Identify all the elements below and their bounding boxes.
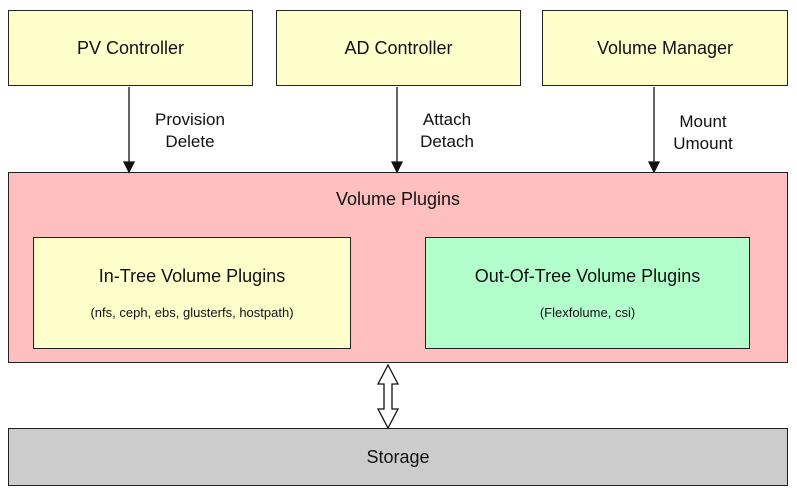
plugins-storage-double-arrow — [376, 363, 400, 430]
out-of-tree-plugins-title: Out-Of-Tree Volume Plugins — [474, 266, 701, 286]
delete-label: Delete — [165, 132, 215, 151]
volume-plugins-title: Volume Plugins — [335, 189, 461, 209]
ad-operations-label: Attach Detach — [404, 109, 490, 153]
volume-manager-box: Volume Manager — [542, 10, 788, 86]
vm-operations-label: Mount Umount — [660, 111, 746, 155]
storage-label: Storage — [366, 446, 430, 467]
pv-controller-box: PV Controller — [8, 10, 253, 86]
ad-arrowhead — [390, 161, 404, 174]
storage-box: Storage — [8, 428, 788, 486]
vm-arrowhead — [647, 161, 661, 174]
ad-controller-label: AD Controller — [344, 37, 453, 58]
out-of-tree-plugins-box: Out-Of-Tree Volume Plugins (Flexfolume, … — [425, 237, 750, 349]
mount-label: Mount — [679, 112, 727, 131]
out-of-tree-plugins-examples: (Flexfolume, csi) — [539, 305, 636, 320]
ad-controller-box: AD Controller — [276, 10, 521, 86]
provision-label: Provision — [155, 110, 225, 129]
pv-operations-label: Provision Delete — [142, 109, 238, 153]
umount-label: Umount — [673, 134, 733, 153]
detach-label: Detach — [420, 132, 474, 151]
in-tree-plugins-box: In-Tree Volume Plugins (nfs, ceph, ebs, … — [33, 237, 351, 349]
pv-arrowhead — [122, 161, 136, 174]
volume-manager-label: Volume Manager — [596, 37, 734, 58]
attach-label: Attach — [422, 110, 472, 129]
pv-controller-label: PV Controller — [76, 37, 185, 58]
in-tree-plugins-title: In-Tree Volume Plugins — [98, 266, 286, 286]
in-tree-plugins-examples: (nfs, ceph, ebs, glusterfs, hostpath) — [90, 305, 294, 320]
